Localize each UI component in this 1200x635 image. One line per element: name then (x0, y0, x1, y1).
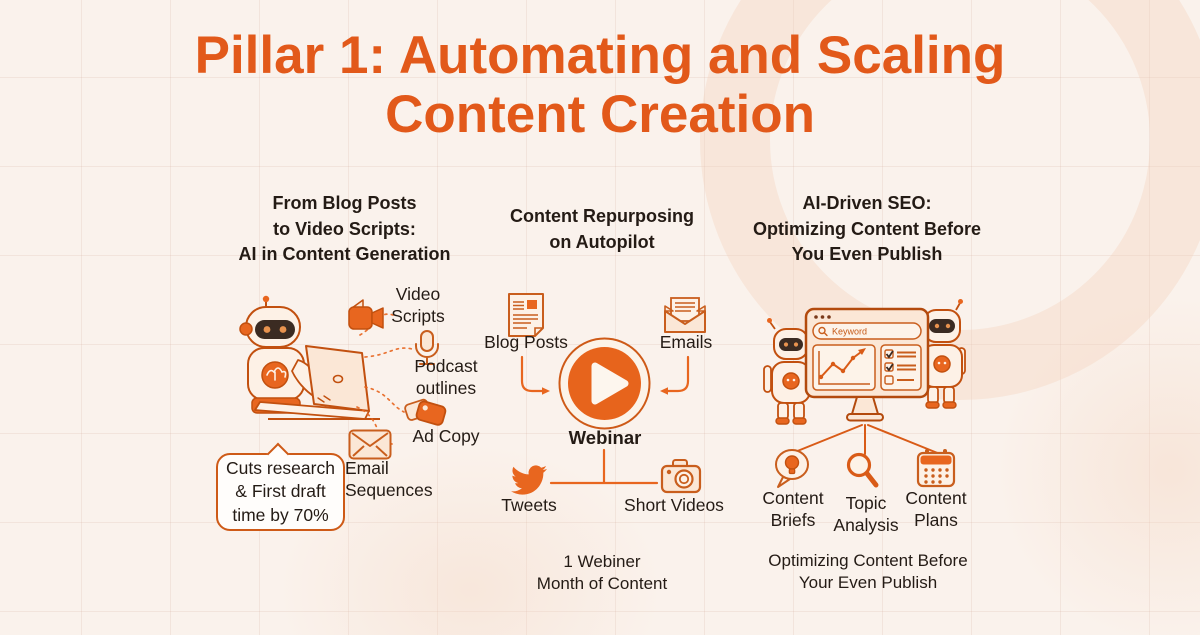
twitter-bird-icon (511, 465, 547, 495)
decorative-blob (980, 280, 1200, 635)
envelope-icon (348, 429, 392, 460)
content-briefs-label: Content Briefs (762, 488, 824, 531)
stat-callout-text: Cuts research & First draft time by 70% (226, 458, 335, 525)
robots-monitor-icon: Keyword (763, 299, 966, 455)
camcorder-icon (348, 299, 384, 330)
blog-document-icon (508, 293, 544, 337)
open-envelope-icon (664, 297, 706, 333)
radiating-lines (789, 424, 941, 455)
price-tags-icon (404, 398, 447, 426)
calendar-icon (916, 449, 956, 488)
webinar-label: Webinar (568, 427, 642, 448)
flow-arrows (520, 355, 690, 395)
generation-heading: From Blog Posts to Video Scripts: AI in … (238, 193, 451, 265)
tweets-label: Tweets (501, 495, 557, 515)
branch-lines (549, 448, 659, 485)
page-title: Pillar 1: Automating and Scaling Content… (194, 26, 1006, 145)
robot-typing-icon (239, 295, 380, 420)
short-videos-label: Short Videos (624, 495, 724, 515)
magnifier-icon (846, 452, 879, 488)
email-sequences-label: Email Sequences (345, 458, 433, 501)
photo-camera-icon (660, 459, 702, 494)
microphone-icon (415, 330, 439, 365)
repurposing-footnote: 1 Webiner Month of Content (536, 552, 668, 594)
podcast-outlines-label: Podcast outlines (414, 356, 478, 399)
emails-label: Emails (659, 332, 713, 352)
bulb-bubble-icon (775, 449, 809, 488)
laptop (254, 345, 370, 420)
repurposing-heading: Content Repurposing on Autopilot (510, 206, 694, 252)
content-plans-label: Content Plans (905, 488, 967, 531)
seo-heading: AI-Driven SEO: Optimizing Content Before… (753, 193, 981, 265)
robot-figure (239, 295, 333, 414)
blog-posts-label: Blog Posts (484, 332, 568, 352)
play-button-icon (558, 337, 651, 430)
stat-callout: Cuts research & First draft time by 70% (216, 442, 345, 531)
analytics-monitor: Keyword (804, 307, 930, 422)
monitor-search-text: Keyword (832, 327, 867, 337)
ad-copy-label: Ad Copy (412, 426, 480, 446)
video-scripts-label: Video Scripts (391, 284, 445, 327)
topic-analysis-label: Topic Analysis (833, 493, 899, 536)
seo-footnote: Optimizing Content Before Your Even Publ… (768, 551, 968, 593)
